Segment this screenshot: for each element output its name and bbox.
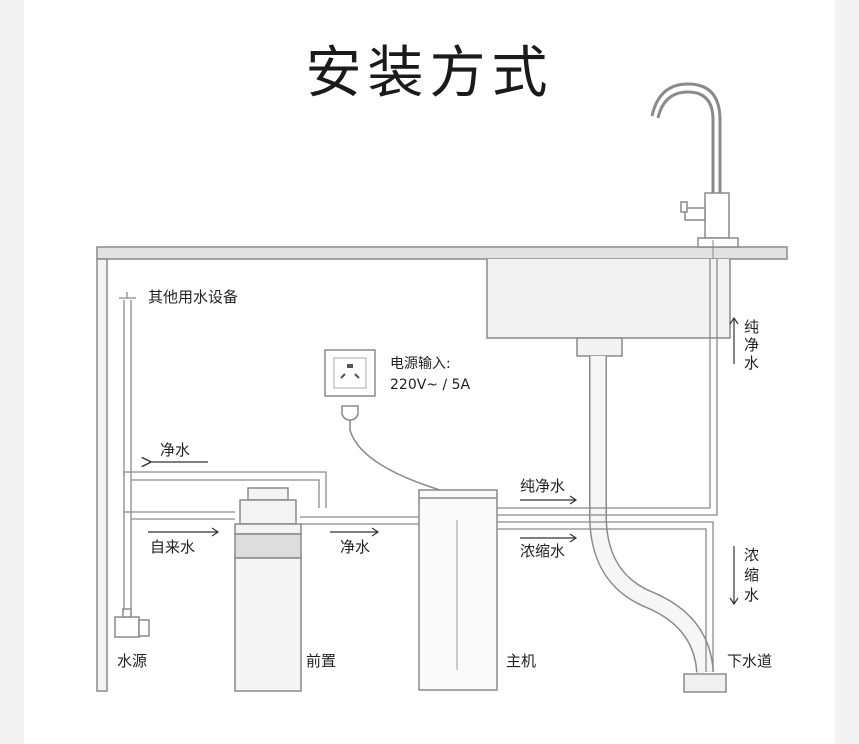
right-margin-strip (835, 0, 859, 744)
sink-basin (486, 259, 731, 357)
flow-arrows (148, 316, 739, 606)
label-power-input-line2: 220V~ / 5A (390, 377, 471, 393)
pipe-network (119, 240, 718, 672)
label-concentrate-vertical-3: 水 (744, 586, 759, 604)
power-plug-icon (341, 405, 441, 491)
countertop (96, 246, 788, 260)
label-drain: 下水道 (727, 652, 772, 670)
label-other-equipment: 其他用水设备 (148, 288, 238, 306)
label-clean-water-lower: 净水 (340, 538, 370, 556)
label-main-unit: 主机 (506, 652, 536, 670)
water-source-valve-icon (114, 608, 150, 638)
page-title: 安装方式 (305, 41, 554, 106)
left-margin-strip (0, 0, 24, 744)
label-tap-water: 自来水 (150, 538, 195, 556)
label-pure-water: 纯净水 (520, 477, 565, 495)
power-socket-icon (324, 349, 376, 397)
cabinet-left-wall (96, 258, 108, 692)
drain-fitting (683, 673, 727, 693)
prefilter-unit (234, 487, 302, 692)
main-unit (418, 489, 498, 691)
label-pure-water-vertical-1: 纯 (744, 318, 759, 336)
label-clean-water-upper: 净水 (160, 441, 190, 459)
sink-drain-outlet (576, 337, 623, 357)
label-pure-water-vertical-2: 净 (744, 336, 759, 354)
label-power-input-line1: 电源输入: (390, 356, 451, 372)
label-pure-water-vertical-3: 水 (744, 354, 759, 372)
drain-hose (589, 356, 727, 693)
label-concentrate: 浓缩水 (520, 542, 565, 560)
faucet-icon (650, 82, 739, 248)
label-concentrate-vertical-1: 浓 (744, 546, 759, 564)
label-water-source: 水源 (117, 652, 147, 670)
label-prefilter: 前置 (306, 652, 336, 670)
label-concentrate-vertical-2: 缩 (744, 566, 759, 584)
